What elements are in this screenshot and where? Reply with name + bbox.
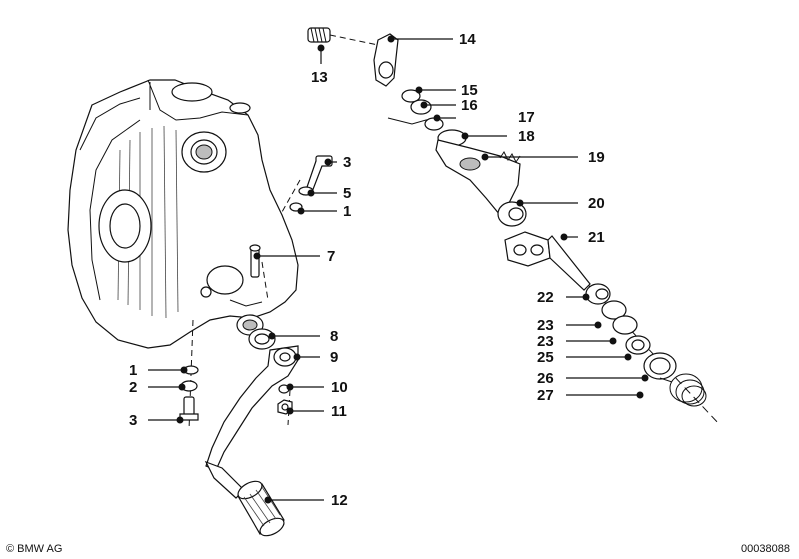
ring-25 xyxy=(625,335,651,355)
callout-labels: 13 14 15 16 17 18 19 20 21 22 23 23 25 2… xyxy=(129,31,605,509)
bushing-22 xyxy=(585,283,611,305)
callout-11: 11 xyxy=(331,403,347,420)
callout-10: 10 xyxy=(331,379,348,396)
kickstart-shaft-21 xyxy=(504,231,591,291)
bolt-3-lower xyxy=(179,396,199,421)
spring-13 xyxy=(307,27,331,43)
callout-19: 19 xyxy=(588,149,605,166)
callout-23a: 23 xyxy=(537,317,554,334)
pawl-14 xyxy=(373,33,399,87)
callout-3-lower: 3 xyxy=(129,412,137,429)
washer-15 xyxy=(401,89,421,103)
callout-17: 17 xyxy=(518,109,535,126)
transmission-housing xyxy=(67,79,299,349)
kickstart-lever-9 xyxy=(204,345,299,499)
kickstart-hub-20 xyxy=(497,201,527,227)
copyright-text: © BMW AG xyxy=(6,543,62,555)
callout-15: 15 xyxy=(461,82,478,99)
callout-25: 25 xyxy=(537,349,554,366)
ratchet-segment-19 xyxy=(435,139,521,216)
seal-8 xyxy=(248,328,276,350)
drawing-number: 00038088 xyxy=(741,543,790,555)
callout-27: 27 xyxy=(537,387,554,404)
callout-8: 8 xyxy=(330,328,338,345)
pin-7 xyxy=(249,244,261,278)
callout-16: 16 xyxy=(461,97,478,114)
callout-21: 21 xyxy=(588,229,605,246)
callout-23b: 23 xyxy=(537,333,554,350)
callout-20: 20 xyxy=(588,195,605,212)
callout-1-lower: 1 xyxy=(129,362,137,379)
callout-26: 26 xyxy=(537,370,554,387)
callout-1-upper: 1 xyxy=(343,203,351,220)
washer-16 xyxy=(410,99,432,115)
rubber-grip-12 xyxy=(237,480,285,537)
spring-clip-17 xyxy=(387,117,444,131)
callout-leaders xyxy=(148,38,645,501)
washer-26 xyxy=(643,352,677,380)
callout-7: 7 xyxy=(327,248,335,265)
return-spring-27 xyxy=(659,373,707,407)
callout-14: 14 xyxy=(459,31,476,48)
callout-5: 5 xyxy=(343,185,351,202)
callout-12: 12 xyxy=(331,492,348,509)
callout-13: 13 xyxy=(311,69,328,86)
washer-23b xyxy=(612,315,638,335)
washer-23a xyxy=(601,300,627,320)
callout-9: 9 xyxy=(330,349,338,366)
callout-dots xyxy=(176,35,649,504)
callout-3-upper: 3 xyxy=(343,154,351,171)
callout-18: 18 xyxy=(518,128,535,145)
callout-22: 22 xyxy=(537,289,554,306)
callout-2: 2 xyxy=(129,379,137,396)
